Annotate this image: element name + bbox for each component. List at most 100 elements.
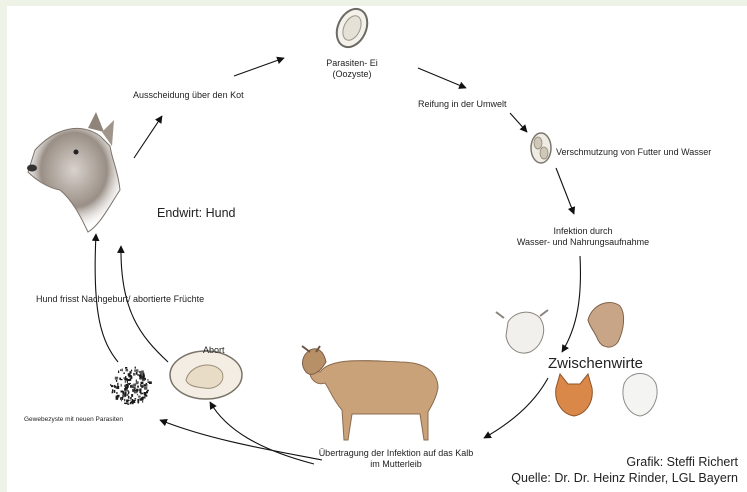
cyst-speckle xyxy=(127,390,130,391)
cyst-speckle xyxy=(131,401,133,403)
cyst-speckle xyxy=(131,394,133,397)
sporulated-oocyst-icon xyxy=(531,133,551,163)
cyst-speckle xyxy=(135,399,136,401)
transmission-label-line1: Übertragung der Infektion auf das Kalb xyxy=(296,448,496,459)
cyst-speckle xyxy=(144,384,147,386)
cyst-speckle xyxy=(139,378,141,380)
cyst-speckle xyxy=(128,375,131,377)
cyst-speckle xyxy=(120,379,122,380)
excretion-label: Ausscheidung über den Kot xyxy=(133,90,244,101)
cyst-speckle xyxy=(111,385,114,387)
cyst-speckle xyxy=(116,380,117,382)
cyst-speckle xyxy=(138,396,140,398)
infection-label-line1: Infektion durch xyxy=(500,226,666,237)
ripening-label: Reifung in der Umwelt xyxy=(418,99,507,110)
cyst-speckle xyxy=(125,392,127,394)
cyst-speckle xyxy=(134,370,136,372)
cyst-speckle xyxy=(112,389,113,391)
contamination-label: Verschmutzung von Futter und Wasser xyxy=(556,147,711,158)
oocyst-egg-icon xyxy=(331,4,373,52)
cyst-speckle xyxy=(136,372,138,375)
cyst-speckle xyxy=(128,396,129,399)
tissue-cyst-label: Gewebezyste mit neuen Parasiten xyxy=(24,416,123,424)
credit-graphic: Grafik: Steffi Richert xyxy=(511,454,738,470)
arrow-ripening-to-oocyst xyxy=(510,113,527,132)
cyst-speckle xyxy=(144,387,146,389)
cyst-speckle xyxy=(138,401,140,404)
cyst-speckle xyxy=(142,400,143,403)
dog-eats-label: Hund frisst Nachgeburt/ abortierte Früch… xyxy=(36,294,204,305)
cyst-speckle xyxy=(129,371,131,373)
cyst-speckle xyxy=(135,398,137,399)
arrow-excretion-to-egg xyxy=(234,58,284,76)
cyst-speckle xyxy=(133,384,136,387)
cyst-speckle xyxy=(115,377,118,380)
cyst-speckle xyxy=(114,385,115,388)
arrow-dog-to-excretion xyxy=(134,116,162,158)
cyst-speckle xyxy=(117,396,118,399)
cyst-speckle xyxy=(139,389,140,391)
egg-label-line2: (Oozyste) xyxy=(320,69,384,80)
cyst-speckle xyxy=(118,371,119,373)
cyst-speckle xyxy=(127,383,129,384)
cyst-speckle xyxy=(144,395,147,397)
cyst-speckle xyxy=(146,383,148,385)
cyst-speckle xyxy=(126,369,129,372)
cyst-speckle xyxy=(134,391,137,394)
cyst-speckle xyxy=(141,371,144,374)
cyst-speckle xyxy=(117,383,118,386)
cyst-speckle xyxy=(147,379,149,380)
infection-label: Infektion durch Wasser- und Nahrungsaufn… xyxy=(500,226,666,248)
cyst-speckle xyxy=(132,385,134,387)
arrow-infection-to-hosts xyxy=(562,256,580,352)
fox-head-icon xyxy=(556,374,593,416)
transmission-label-line2: im Mutterleib xyxy=(296,459,496,470)
cyst-speckle xyxy=(131,370,132,372)
cyst-speckle xyxy=(127,403,129,404)
cyst-speckle xyxy=(124,388,126,390)
egg-label: Parasiten- Ei (Oozyste) xyxy=(320,58,384,80)
cyst-speckle xyxy=(135,388,136,390)
definitive-host-label: Endwirt: Hund xyxy=(157,206,236,221)
cyst-speckle xyxy=(122,391,124,394)
cyst-speckle xyxy=(129,400,130,401)
cyst-speckle xyxy=(137,394,138,396)
cyst-speckle xyxy=(127,385,129,388)
infection-label-line2: Wasser- und Nahrungsaufnahme xyxy=(500,237,666,248)
arrow-hosts-to-transmission xyxy=(484,378,548,438)
cyst-speckle xyxy=(137,386,139,388)
cyst-speckle xyxy=(126,394,128,396)
cyst-speckle xyxy=(136,382,139,385)
cyst-speckle xyxy=(125,381,127,383)
cyst-speckle xyxy=(121,398,122,401)
egg-label-line1: Parasiten- Ei xyxy=(320,58,384,69)
cow-icon xyxy=(302,346,438,440)
cyst-speckle xyxy=(130,398,131,399)
cyst-speckle xyxy=(141,385,143,388)
cyst-speckle xyxy=(139,371,142,373)
cyst-speckle xyxy=(141,382,144,385)
calf-head-icon xyxy=(496,310,548,353)
dog-head-icon xyxy=(27,112,120,232)
cyst-speckle xyxy=(147,390,149,392)
cyst-speckle xyxy=(120,369,121,371)
cyst-speckle xyxy=(116,392,118,394)
cyst-speckle xyxy=(123,378,125,379)
cyst-speckle xyxy=(110,384,111,386)
intermediate-hosts-label: Zwischenwirte xyxy=(548,355,643,373)
arrow-egg-to-ripening xyxy=(418,68,466,88)
cyst-speckle xyxy=(126,400,128,402)
abortion-label: Abort xyxy=(203,345,225,356)
cyst-speckle xyxy=(140,384,141,387)
cyst-speckle xyxy=(136,369,139,372)
cyst-speckle xyxy=(122,395,124,398)
aborted-fetus-icon xyxy=(170,351,242,399)
cyst-speckle xyxy=(124,379,127,381)
credit-source: Quelle: Dr. Dr. Heinz Rinder, LGL Bayern xyxy=(511,470,738,486)
cyst-speckle xyxy=(148,381,151,383)
cyst-speckle xyxy=(117,386,119,389)
cyst-speckle xyxy=(126,384,128,385)
arrow-oocyst-to-infection xyxy=(556,168,574,214)
cyst-speckle xyxy=(141,393,144,394)
horse-head-icon xyxy=(588,302,624,347)
